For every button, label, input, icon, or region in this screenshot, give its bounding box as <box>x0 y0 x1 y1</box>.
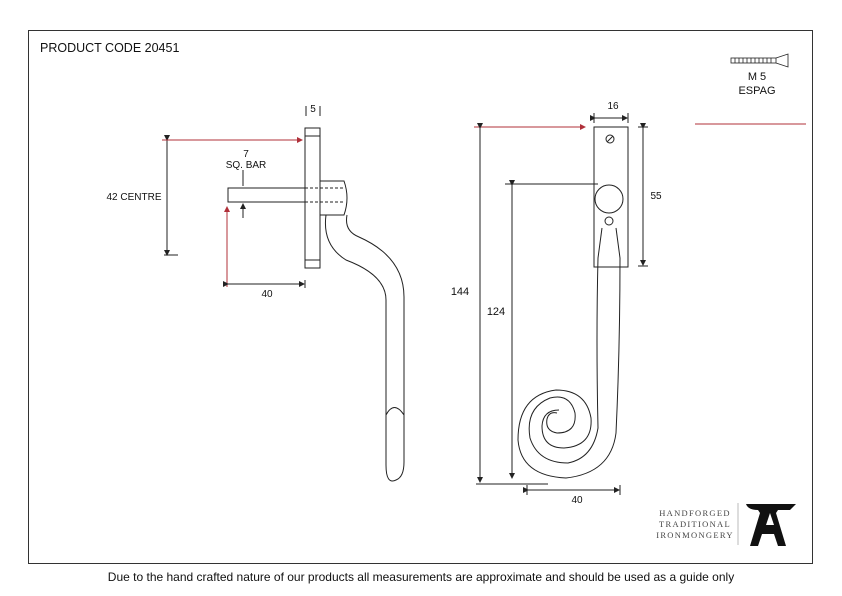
dim-bar-size: 7 <box>243 149 249 160</box>
dim-centre: 42 CENTRE <box>106 192 161 203</box>
drawing-border <box>28 30 813 564</box>
dim-plate-width: 16 <box>607 101 619 112</box>
bar-label: SQ. BAR <box>226 160 267 171</box>
screw-type: ESPAG <box>738 85 775 97</box>
svg-text:HANDFORGED: HANDFORGED <box>659 508 731 518</box>
dim-plate-height: 55 <box>650 191 662 202</box>
side-view-handle <box>227 127 405 482</box>
dim-bar-length: 40 <box>261 289 273 300</box>
dim-curl-width: 40 <box>571 495 583 506</box>
disclaimer-footer: Due to the hand crafted nature of our pr… <box>107 570 735 584</box>
dim-plate-thickness: 5 <box>310 104 316 115</box>
dim-knob-height: 124 <box>487 306 505 318</box>
screw-icon <box>730 53 789 68</box>
anvil-icon <box>744 504 796 546</box>
screw-size: M 5 <box>748 71 766 83</box>
dim-overall-height: 144 <box>451 286 469 298</box>
svg-text:IRONMONGERY: IRONMONGERY <box>656 530 734 540</box>
product-code: PRODUCT CODE 20451 <box>40 41 179 55</box>
svg-text:TRADITIONAL: TRADITIONAL <box>659 519 731 529</box>
front-view-handle <box>517 126 629 479</box>
brand-logo: HANDFORGED TRADITIONAL IRONMONGERY <box>656 503 796 546</box>
